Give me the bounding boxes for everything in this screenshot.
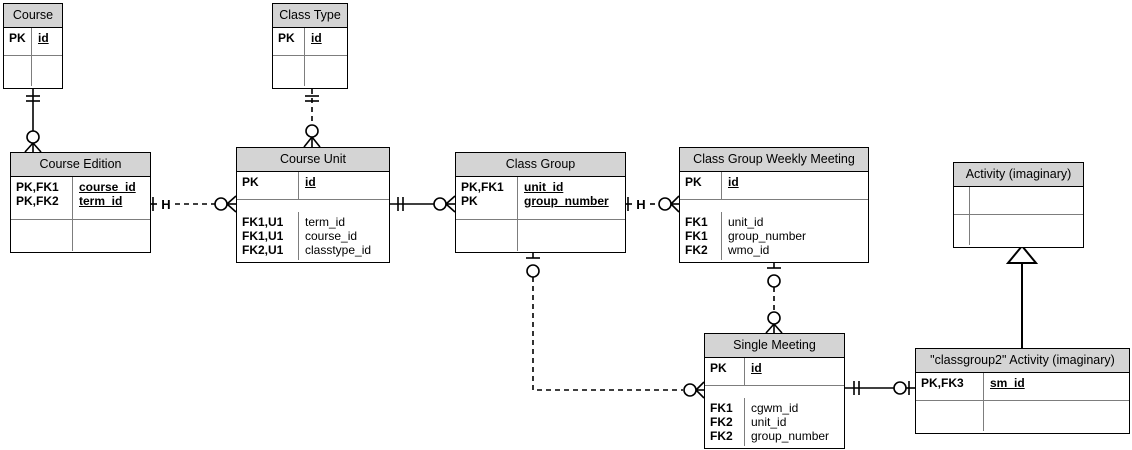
entity-attr-section-class-group: [456, 218, 625, 251]
pk-attr-cell: course_id term_id: [79, 179, 136, 208]
attr-key-cell: [916, 400, 984, 431]
attr-name-cell: term_id course_id classtype_id: [305, 214, 372, 257]
attr-key-cell: FK1 FK2 FK2: [705, 397, 745, 446]
entity-title-course: Course: [4, 4, 62, 28]
attr-name-cell: cgwm_id unit_id group_number: [751, 400, 830, 443]
pk-key-cell: PK: [680, 171, 722, 199]
entity-course-unit[interactable]: Course Unit PK id FK1,U1 FK1,U1 FK2,U1 t…: [236, 147, 390, 263]
relationship-class-group-to-cgwm: H: [626, 195, 680, 213]
relationship-label-h-1: H: [161, 197, 170, 212]
attr-key-cell: [456, 219, 518, 251]
attr-name-cell: [970, 215, 1083, 245]
entity-title-classgroup2-activity: "classgroup2" Activity (imaginary): [916, 349, 1129, 373]
entity-attr-section-cgwm: FK1 FK1 FK2 unit_id group_number wmo_id: [680, 198, 868, 260]
pk-key-cell: [954, 186, 970, 214]
entity-title-course-edition: Course Edition: [11, 153, 150, 177]
entity-class-group[interactable]: Class Group PK,FK1 PK unit_id group_numb…: [455, 152, 626, 253]
entity-pk-section-course-edition: PK,FK1 PK,FK2 course_id term_id: [11, 176, 150, 219]
attr-name-cell: unit_id group_number wmo_id: [728, 214, 807, 257]
entity-title-class-type: Class Type: [273, 4, 347, 28]
attr-key-cell: [273, 55, 305, 86]
entity-title-activity-imaginary: Activity (imaginary): [954, 163, 1083, 187]
entity-pk-section-activity: [954, 186, 1083, 214]
relationship-cgwm-to-single-meeting: [765, 263, 783, 334]
entity-class-group-weekly-meeting[interactable]: Class Group Weekly Meeting PK id FK1 FK1…: [679, 147, 869, 263]
pk-key-cell: PK: [705, 357, 745, 385]
entity-attr-section-activity: [954, 213, 1083, 245]
entity-title-class-group: Class Group: [456, 153, 625, 177]
attr-name-cell: [518, 220, 625, 251]
attr-key-cell: [954, 214, 970, 245]
entity-pk-section-single-meeting: PK id: [705, 357, 844, 385]
entity-pk-section-course: PK id: [4, 27, 62, 55]
pk-key-cell: PK,FK1 PK: [456, 176, 518, 219]
attr-name-cell: [305, 56, 347, 86]
pk-attr-cell: id: [311, 30, 322, 45]
pk-attr-cell: [970, 187, 1083, 214]
relationship-class-group-to-single-meeting: [526, 253, 705, 399]
relationship-course-unit-to-class-group: [390, 195, 456, 213]
entity-pk-section-cgwm: PK id: [680, 171, 868, 199]
relationship-classgroup2-inherits-activity: [1005, 244, 1039, 348]
entity-attr-section-classgroup2: [916, 399, 1129, 431]
pk-attr-cell: id: [728, 174, 739, 189]
relationship-course-edition-to-course-unit: H: [151, 195, 237, 213]
pk-key-cell: PK: [4, 27, 32, 55]
pk-key-cell: PK,FK1 PK,FK2: [11, 176, 73, 219]
pk-key-cell: PK: [237, 171, 299, 199]
relationship-classtype-to-course-unit: [303, 89, 321, 148]
entity-attr-section-class-type: [273, 54, 347, 86]
pk-attr-cell: unit_id group_number: [524, 179, 609, 208]
attr-key-cell: FK1 FK1 FK2: [680, 211, 722, 260]
pk-key-cell: PK,FK3: [916, 372, 984, 400]
inheritance-triangle-icon: [1005, 244, 1039, 264]
entity-pk-section-class-group: PK,FK1 PK unit_id group_number: [456, 176, 625, 219]
entity-pk-section-course-unit: PK id: [237, 171, 389, 199]
pk-attr-cell: id: [38, 30, 49, 45]
entity-pk-section-classgroup2: PK,FK3 sm_id: [916, 372, 1129, 400]
entity-course[interactable]: Course PK id: [3, 3, 63, 89]
entity-attr-section-course-edition: [11, 218, 150, 251]
relationship-course-to-course-edition: [24, 89, 42, 153]
pk-key-cell: PK: [273, 27, 305, 55]
attr-name-cell: [984, 401, 1129, 431]
attr-name-cell: [32, 56, 62, 86]
entity-attr-section-course-unit: FK1,U1 FK1,U1 FK2,U1 term_id course_id c…: [237, 198, 389, 260]
attr-key-cell: FK1,U1 FK1,U1 FK2,U1: [237, 211, 299, 260]
relationship-single-meeting-to-classgroup2: [845, 381, 915, 395]
pk-attr-cell: id: [305, 174, 316, 189]
entity-course-edition[interactable]: Course Edition PK,FK1 PK,FK2 course_id t…: [10, 152, 151, 253]
entity-attr-section-course: [4, 54, 62, 86]
attr-key-cell: [4, 55, 32, 86]
entity-class-type[interactable]: Class Type PK id: [272, 3, 348, 89]
relationship-label-h-2: H: [636, 197, 645, 212]
entity-title-single-meeting: Single Meeting: [705, 334, 844, 358]
entity-classgroup2-activity-imaginary[interactable]: "classgroup2" Activity (imaginary) PK,FK…: [915, 348, 1130, 434]
pk-attr-cell: id: [751, 360, 762, 375]
entity-title-class-group-weekly-meeting: Class Group Weekly Meeting: [680, 148, 868, 172]
entity-single-meeting[interactable]: Single Meeting PK id FK1 FK2 FK2 cgwm_id…: [704, 333, 845, 449]
attr-name-cell: [73, 220, 150, 251]
pk-attr-cell: sm_id: [990, 375, 1025, 390]
entity-activity-imaginary[interactable]: Activity (imaginary): [953, 162, 1084, 248]
entity-title-course-unit: Course Unit: [237, 148, 389, 172]
entity-pk-section-class-type: PK id: [273, 27, 347, 55]
entity-attr-section-single-meeting: FK1 FK2 FK2 cgwm_id unit_id group_number: [705, 384, 844, 446]
attr-key-cell: [11, 219, 73, 251]
